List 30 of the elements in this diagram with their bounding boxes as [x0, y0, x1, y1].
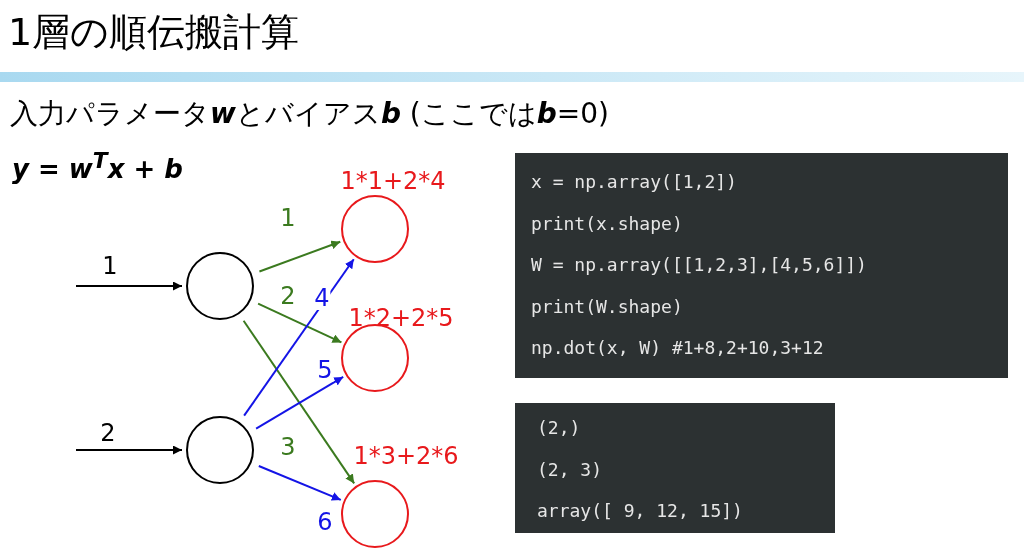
code-line: print(W.shape)	[531, 294, 684, 319]
input-arrow	[75, 445, 183, 455]
weight-arrow	[243, 258, 355, 417]
input-neuron-circle	[186, 416, 254, 484]
input-neuron-circle	[186, 252, 254, 320]
sum-label: 1*1+2*4	[340, 169, 446, 193]
sum-label: 1*2+2*5	[348, 306, 454, 330]
output-neuron-circle	[341, 324, 409, 392]
code-line: x = np.array([1,2])	[531, 170, 738, 194]
weight-label: 4	[313, 286, 331, 310]
weight-arrow	[258, 240, 342, 273]
output-line: (2, 3)	[537, 457, 604, 482]
code-line: print(x.shape)	[531, 211, 684, 236]
output-neuron-circle	[341, 480, 409, 548]
sum-label: 1*3+2*6	[353, 444, 459, 468]
slide-title: 1層の順伝搬計算	[8, 9, 300, 56]
output-neuron-circle	[341, 195, 409, 263]
weight-arrow	[255, 375, 345, 430]
input-arrow	[75, 281, 183, 291]
output-line: (2,)	[537, 416, 582, 440]
weight-label: 5	[316, 358, 334, 382]
output-line: array([ 9, 12, 15])	[537, 499, 744, 523]
weight-arrow	[257, 302, 343, 344]
code-panel	[515, 153, 1008, 378]
code-line: np.dot(x, W) #1+8,2+10,3+12	[531, 336, 825, 360]
output-panel	[515, 403, 835, 533]
code-line: W = np.array([[1,2,3],[4,5,6]])	[531, 253, 868, 277]
weight-arrow	[242, 319, 356, 485]
formula: y = w$^{T}$x + b	[12, 147, 183, 186]
weight-arrow	[257, 465, 342, 501]
